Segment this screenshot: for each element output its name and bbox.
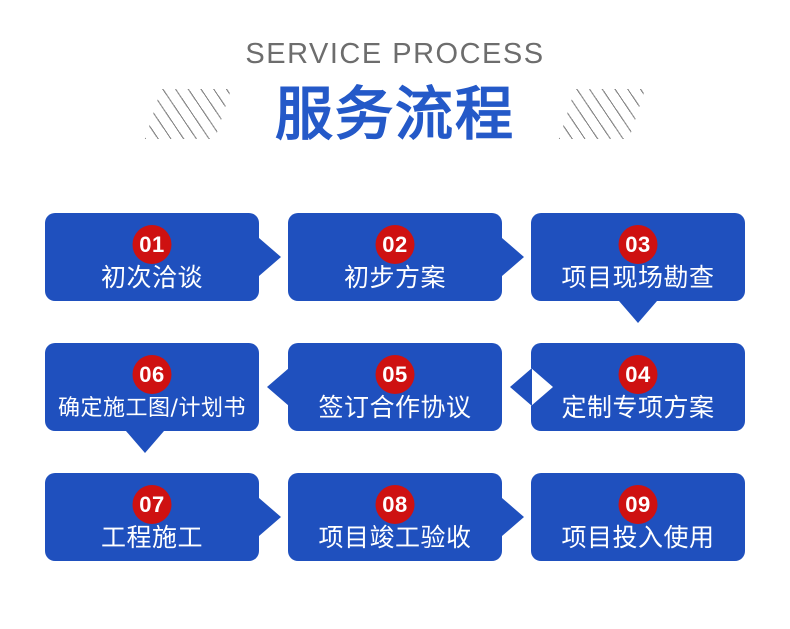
page-header: SERVICE PROCESS 服务流程 bbox=[0, 0, 790, 185]
process-step-card-01[interactable]: 01 初次洽谈 bbox=[45, 213, 259, 301]
eyebrow-text: SERVICE PROCESS bbox=[245, 38, 545, 70]
step-label: 确定施工图/计划书 bbox=[58, 396, 246, 421]
step-label: 初次洽谈 bbox=[100, 263, 203, 292]
step-number-badge: 06 bbox=[132, 355, 172, 394]
step-number-badge: 03 bbox=[618, 225, 658, 264]
connector-arrow-down-icon-06 bbox=[126, 431, 164, 453]
connector-arrow-left-icon-05 bbox=[510, 368, 532, 406]
page-title: 服务流程 bbox=[274, 80, 515, 148]
process-step-card-08[interactable]: 08 项目竣工验收 bbox=[288, 473, 502, 561]
title-row: 服务流程 bbox=[0, 84, 790, 145]
step-label: 工程施工 bbox=[100, 523, 203, 552]
step-number-badge: 07 bbox=[132, 485, 172, 524]
connector-arrow-right-icon-08 bbox=[502, 498, 524, 536]
process-step-card-02[interactable]: 02 初步方案 bbox=[288, 213, 502, 301]
step-number-badge: 01 bbox=[132, 225, 172, 264]
step-label: 项目投入使用 bbox=[561, 523, 715, 552]
step-label: 签订合作协议 bbox=[318, 393, 472, 422]
step-number-badge: 05 bbox=[375, 355, 415, 394]
process-step-card-04[interactable]: 04 定制专项方案 bbox=[531, 343, 745, 431]
connector-arrow-right-icon-02 bbox=[502, 238, 524, 276]
process-step-card-05[interactable]: 05 签订合作协议 bbox=[288, 343, 502, 431]
process-step-card-06[interactable]: 06 确定施工图/计划书 bbox=[45, 343, 259, 431]
step-number-badge: 08 bbox=[375, 485, 415, 524]
process-flow-diagram: 01 初次洽谈 02 初步方案 03 项目现场勘查 04 定制专项方案 05 签… bbox=[0, 185, 790, 629]
hatch-decoration-right-icon bbox=[558, 89, 646, 140]
process-step-card-09[interactable]: 09 项目投入使用 bbox=[531, 473, 745, 561]
connector-arrow-right-icon-07 bbox=[259, 498, 281, 536]
connector-arrow-down-icon-03 bbox=[619, 301, 657, 323]
hatch-decoration-left-icon bbox=[144, 89, 232, 140]
connector-arrow-left-icon-06 bbox=[267, 368, 289, 406]
step-number-badge: 02 bbox=[375, 225, 415, 264]
process-step-card-07[interactable]: 07 工程施工 bbox=[45, 473, 259, 561]
step-label: 初步方案 bbox=[343, 263, 446, 292]
step-label: 定制专项方案 bbox=[561, 393, 715, 422]
step-number-badge: 09 bbox=[618, 485, 658, 524]
step-label: 项目现场勘查 bbox=[561, 263, 715, 292]
step-number-badge: 04 bbox=[618, 355, 658, 394]
connector-notch-left-icon-04 bbox=[531, 368, 553, 406]
step-label: 项目竣工验收 bbox=[318, 523, 472, 552]
connector-arrow-right-icon-01 bbox=[259, 238, 281, 276]
process-step-card-03[interactable]: 03 项目现场勘查 bbox=[531, 213, 745, 301]
